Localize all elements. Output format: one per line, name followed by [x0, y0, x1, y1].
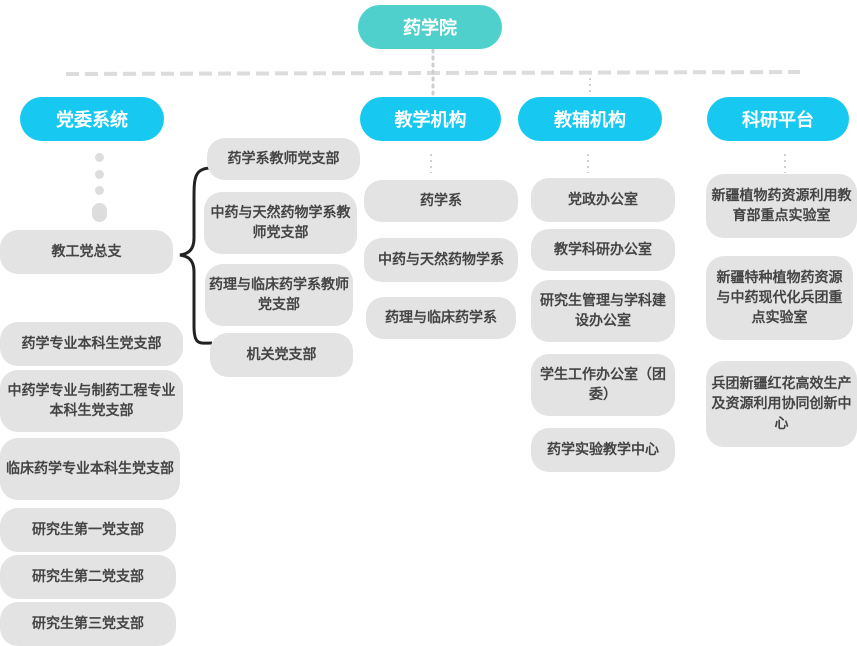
category-research[interactable]: 科研平台	[707, 97, 849, 141]
research-node[interactable]: 兵团新疆红花高效生产及资源利用协同创新中心	[706, 361, 857, 447]
category-support[interactable]: 教辅机构	[518, 97, 662, 141]
teacher-branch-node[interactable]: 药理与临床药学系教师党支部	[205, 264, 353, 326]
category-party[interactable]: 党委系统	[20, 97, 164, 141]
research-node[interactable]: 新疆植物药资源利用教育部重点实验室	[706, 174, 857, 238]
teacher-branch-node[interactable]: 药学系教师党支部	[207, 138, 360, 180]
student-branch-node[interactable]: 研究生第二党支部	[0, 555, 176, 599]
student-branch-node[interactable]: 临床药学专业本科生党支部	[0, 438, 180, 500]
research-node[interactable]: 新疆特种植物药资源与中药现代化兵团重点实验室	[706, 256, 853, 340]
support-node[interactable]: 研究生管理与学科建设办公室	[531, 280, 675, 342]
student-branch-node[interactable]: 研究生第三党支部	[0, 602, 176, 646]
teaching-node[interactable]: 药理与临床药学系	[366, 297, 516, 339]
connector-dot	[95, 186, 104, 195]
support-node[interactable]: 学生工作办公室（团委）	[531, 354, 675, 416]
connector-dot	[95, 153, 104, 162]
category-teaching[interactable]: 教学机构	[360, 97, 501, 141]
teaching-node[interactable]: 中药与天然药物学系	[364, 238, 518, 282]
student-branch-node[interactable]: 中药学专业与制药工程专业本科生党支部	[0, 370, 183, 432]
teaching-node[interactable]: 药学系	[364, 180, 518, 222]
support-node[interactable]: 党政办公室	[531, 178, 675, 222]
support-node[interactable]: 药学实验教学中心	[531, 428, 675, 472]
support-node[interactable]: 教学科研办公室	[531, 229, 675, 271]
teacher-branch-node[interactable]: 中药与天然药物学系教师党支部	[204, 192, 357, 254]
student-branch-node[interactable]: 药学专业本科生党支部	[0, 322, 183, 366]
root-node[interactable]: 药学院	[358, 5, 502, 49]
student-branch-node[interactable]: 研究生第一党支部	[0, 508, 176, 552]
general-branch-node[interactable]: 教工党总支	[0, 230, 173, 274]
connector-dot	[95, 170, 104, 179]
teacher-branch-node[interactable]: 机关党支部	[210, 333, 353, 377]
brace-connector	[179, 166, 213, 345]
connector-dot	[92, 203, 107, 222]
